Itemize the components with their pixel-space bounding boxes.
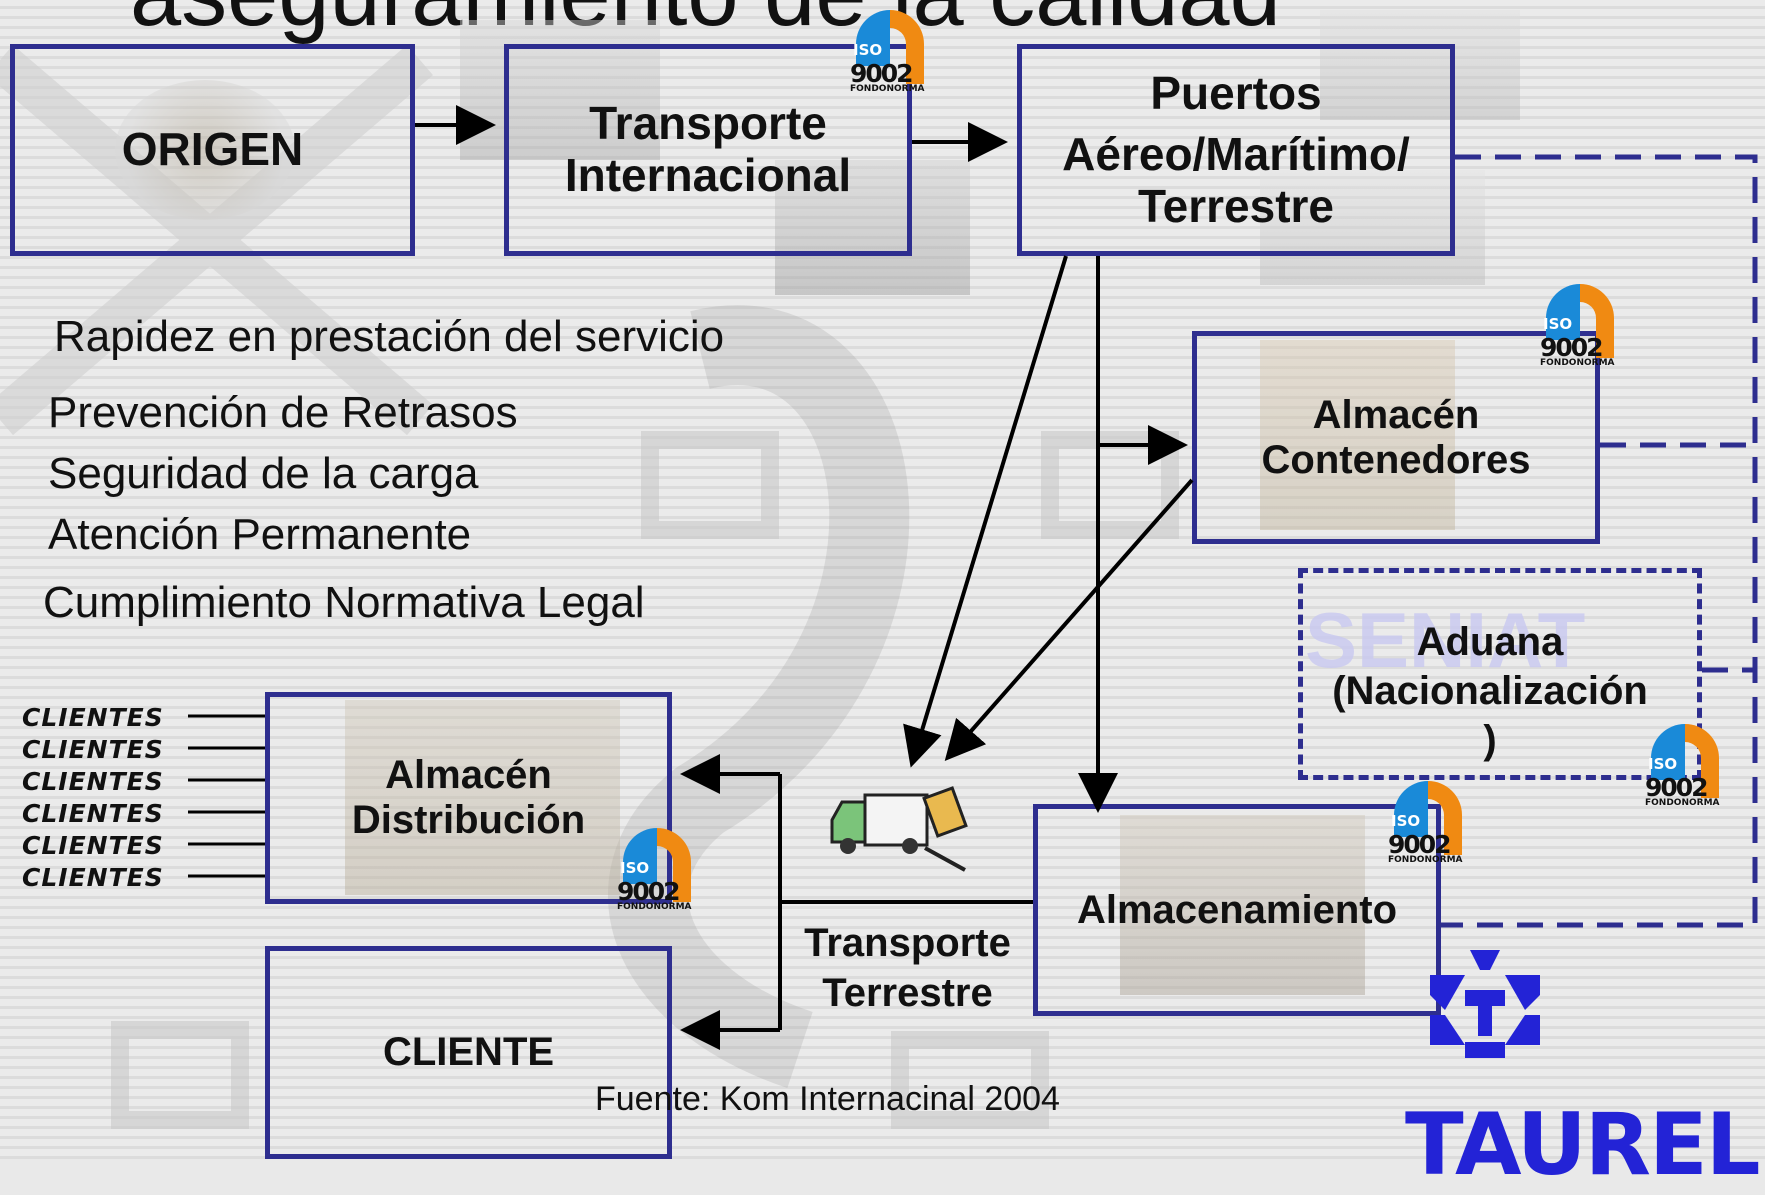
clientes-item: CLIENTES — [22, 703, 164, 732]
iso-9002-badge: ISO 9002 FONDONORMA — [1388, 775, 1468, 875]
truck-image — [1320, 10, 1520, 120]
bullet-rapidez: Rapidez en prestación del servicio — [54, 312, 725, 361]
source-caption: Fuente: Kom Internacinal 2004 — [595, 1080, 1060, 1118]
bullet-prevencion: Prevención de Retrasos — [48, 388, 518, 437]
clientes-item: CLIENTES — [22, 767, 164, 796]
almacen-contenedores-label: Almacén Contenedores — [1261, 392, 1531, 482]
clientes-item: CLIENTES — [22, 799, 164, 828]
transporte-internacional-label: Transporte Internacional — [564, 97, 852, 201]
bullet-atencion: Atención Permanente — [48, 510, 472, 559]
almacenamiento-box: Almacenamiento — [1033, 804, 1441, 1016]
bullet-seguridad: Seguridad de la carga — [48, 449, 479, 498]
factory-image — [115, 80, 295, 220]
iso-9002-badge: ISO 9002 FONDONORMA — [1540, 278, 1620, 378]
iso-9002-badge: ISO 9002 FONDONORMA — [850, 4, 930, 104]
storage-image — [1120, 815, 1365, 995]
clientes-item: CLIENTES — [22, 735, 164, 764]
puertos-box: Puertos Aéreo/Marítimo/ Terrestre — [1017, 44, 1455, 256]
bullet-cumplimiento: Cumplimiento Normativa Legal — [43, 578, 645, 627]
taurel-logo-text: TAUREL — [1405, 1095, 1760, 1195]
warehouse-image — [345, 700, 620, 895]
transporte-internacional-box: Transporte Internacional — [504, 44, 912, 256]
clientes-item: CLIENTES — [22, 831, 164, 860]
container-image — [1260, 340, 1455, 530]
almacenamiento-label: Almacenamiento — [1076, 887, 1398, 932]
iso-9002-badge: ISO 9002 FONDONORMA — [617, 822, 697, 922]
iso-9002-badge: ISO 9002 FONDONORMA — [1645, 718, 1725, 818]
puertos-subtitle: Aéreo/Marítimo/ Terrestre — [1062, 128, 1410, 232]
origen-box: ORIGEN — [10, 44, 415, 256]
cliente-box: CLIENTE — [265, 946, 672, 1159]
transporte-terrestre-label: Transporte Terrestre — [804, 921, 1011, 1015]
clientes-item: CLIENTES — [22, 863, 164, 892]
puertos-title: Puertos — [1150, 66, 1322, 119]
almacen-contenedores-box: Almacén Contenedores — [1192, 331, 1600, 544]
cliente-label: CLIENTE — [382, 1030, 555, 1075]
slide-title: aseguramiento de la calidad — [130, 0, 1281, 47]
origen-label: ORIGEN — [121, 123, 304, 176]
almacen-distribucion-label: Almacén Distribución — [351, 753, 586, 842]
aduana-label: Aduana (Nacionalización ) — [1332, 620, 1648, 762]
almacen-distribucion-box: Almacén Distribución — [265, 692, 672, 904]
